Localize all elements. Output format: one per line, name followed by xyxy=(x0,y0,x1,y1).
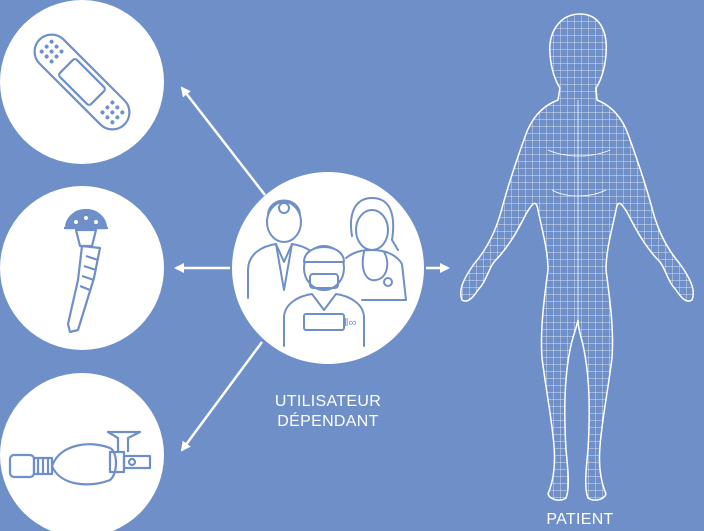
svg-text:‖∞: ‖∞ xyxy=(344,317,356,329)
arrow-to-bandage xyxy=(182,88,265,195)
wireframe-human-body xyxy=(461,14,694,500)
user-label-line1: UTILISATEUR xyxy=(248,392,408,412)
body-silhouette xyxy=(461,14,694,500)
resuscitator-circle xyxy=(0,373,164,531)
user-label: UTILISATEUR DÉPENDANT xyxy=(248,392,408,432)
prosthesis-circle xyxy=(0,186,164,350)
user-circle: ‖∞ xyxy=(232,172,424,364)
user-label-line2: DÉPENDANT xyxy=(248,412,408,432)
patient-label: PATIENT xyxy=(525,510,635,530)
bandage-circle xyxy=(0,0,164,164)
